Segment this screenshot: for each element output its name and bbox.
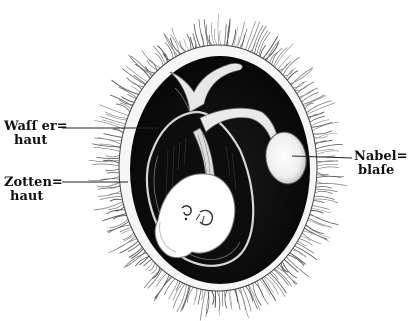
villus (212, 291, 214, 305)
villus (310, 116, 325, 122)
villus (156, 273, 167, 287)
label-nabelblase: Nabel= blaſe (354, 150, 408, 178)
villus (274, 48, 288, 67)
villus (184, 38, 190, 50)
villus (116, 104, 130, 112)
villus (317, 161, 338, 164)
villus (315, 191, 333, 193)
villus (214, 29, 217, 45)
villus (316, 186, 332, 188)
villus (236, 289, 241, 310)
villus (317, 164, 339, 166)
villus (106, 155, 120, 157)
villus (107, 221, 129, 231)
villus (94, 138, 121, 144)
villus (308, 220, 325, 227)
villus (173, 283, 183, 301)
villus (220, 31, 221, 45)
villus (317, 172, 329, 175)
villus (260, 45, 266, 56)
label-wasserhaut-line1: Waſſ er= (4, 120, 62, 134)
villus (103, 214, 126, 221)
villus (142, 50, 160, 68)
villus (94, 202, 123, 210)
villus (313, 131, 332, 134)
villus (207, 290, 209, 314)
villus (224, 291, 225, 302)
label-nabelblase-line1: Nabel= (354, 150, 408, 164)
villus (92, 164, 119, 166)
villus (291, 68, 313, 86)
villus (198, 289, 201, 304)
label-wasserhaut-line2: haut (4, 134, 62, 148)
villus (121, 97, 134, 103)
villus (295, 84, 308, 91)
villus (193, 288, 197, 305)
villus (302, 92, 319, 102)
villus (148, 270, 163, 289)
villus (257, 281, 268, 305)
villus (113, 216, 127, 220)
villus (218, 14, 219, 45)
villus (286, 68, 296, 79)
villus (312, 122, 332, 127)
villus (93, 148, 120, 152)
villus (232, 29, 236, 46)
villus (97, 182, 120, 187)
villus (225, 24, 227, 46)
villus (311, 120, 329, 126)
villus (306, 101, 331, 113)
villus (311, 210, 324, 213)
villus (302, 233, 321, 244)
villus (206, 25, 210, 46)
villus (222, 291, 223, 306)
villus (316, 151, 339, 155)
villus (112, 80, 139, 94)
villus (169, 281, 179, 300)
villus (164, 33, 178, 56)
villus (287, 71, 297, 81)
label-nabelblase-line2: blaſe (354, 164, 408, 178)
villus (314, 201, 325, 203)
villus (317, 167, 339, 169)
label-wasserhaut: Waſſ er= haut (4, 120, 62, 148)
villus (270, 273, 287, 293)
villus (303, 95, 325, 105)
villus (105, 169, 119, 171)
villus (97, 157, 120, 158)
label-zottenhaut-line2: haut (4, 190, 62, 204)
villus (314, 136, 328, 138)
villus (249, 285, 260, 310)
villus (204, 19, 208, 45)
villus (201, 289, 203, 299)
villus (155, 53, 163, 65)
villus (194, 24, 200, 47)
villus (157, 46, 167, 63)
villus (180, 41, 186, 52)
villus (298, 241, 306, 247)
label-zottenhaut-line1: Zotten= (4, 176, 62, 190)
label-zottenhaut: Zotten= haut (4, 176, 62, 204)
villus (131, 86, 140, 92)
villus (304, 96, 327, 107)
villus (104, 134, 123, 138)
villus (110, 199, 123, 201)
villus (237, 21, 244, 47)
villus (122, 233, 133, 240)
villus (316, 144, 343, 149)
villus (290, 69, 312, 84)
villus (316, 183, 347, 185)
villus (316, 189, 338, 191)
villus (164, 279, 175, 295)
villus (129, 55, 154, 75)
